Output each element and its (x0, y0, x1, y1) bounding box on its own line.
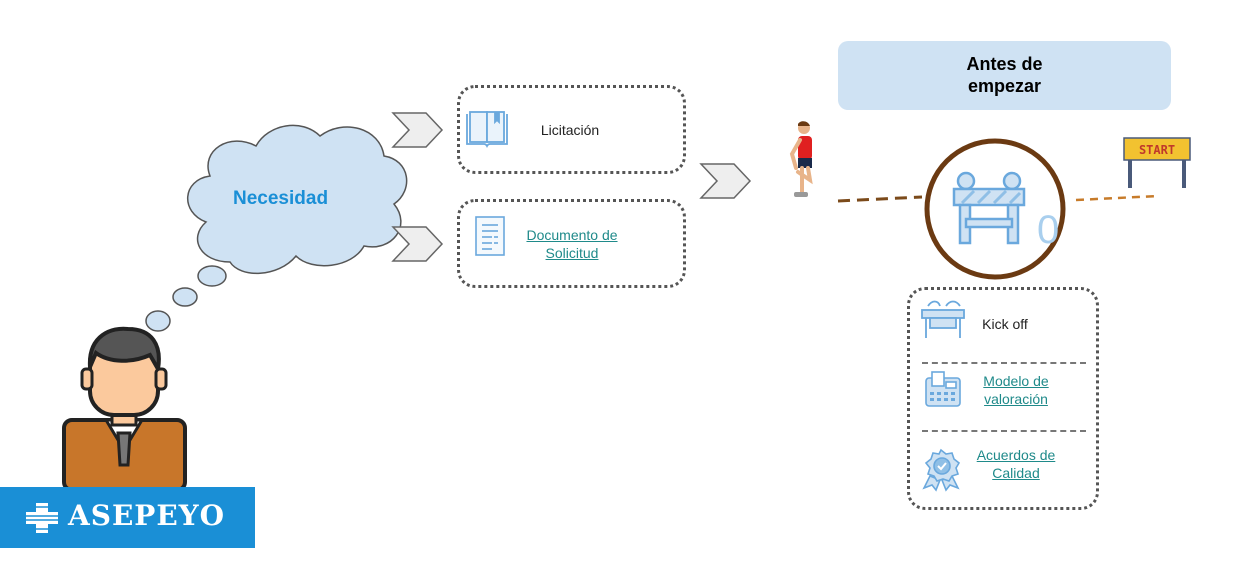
calculator-icon (925, 371, 961, 407)
licitacion-box (457, 85, 686, 174)
stage-header: Antes de empezar (838, 41, 1171, 110)
licitacion-label: Licitación (540, 122, 600, 138)
start-sign-icon: START (1123, 137, 1191, 188)
quality-badge-icon (922, 448, 961, 492)
book-icon (466, 111, 508, 149)
chevron-right-icon (391, 112, 444, 148)
meeting-table-icon (921, 300, 965, 338)
cloud-label: Necesidad (233, 188, 329, 209)
brand-banner: ASEPEYO (0, 487, 255, 548)
documento-box (457, 199, 686, 288)
checklist-box (907, 287, 1099, 510)
documento-solicitud-link[interactable]: Documento de Solicitud (526, 227, 618, 261)
barrier-counter: 0 (1037, 208, 1060, 252)
runner-stretching-icon (789, 121, 813, 197)
stage-title: Antes de empezar (966, 54, 1043, 96)
brand-name: ASEPEYO (68, 499, 226, 532)
chevron-right-icon (699, 163, 752, 199)
checklist-item-kickoff: Kick off (982, 316, 1028, 332)
divider (922, 430, 1086, 432)
document-icon (475, 216, 505, 256)
person-avatar-icon (62, 326, 187, 492)
chevron-right-icon (391, 226, 444, 262)
cross-logo-icon (26, 503, 58, 533)
divider (922, 362, 1086, 364)
checklist-item-acuerdos-calidad[interactable]: Acuerdos de Calidad (976, 447, 1056, 481)
hurdle-ring (924, 138, 1066, 280)
start-sign-label: START (1139, 143, 1175, 157)
checklist-item-modelo-valoracion[interactable]: Modelo de valoración (983, 373, 1049, 407)
